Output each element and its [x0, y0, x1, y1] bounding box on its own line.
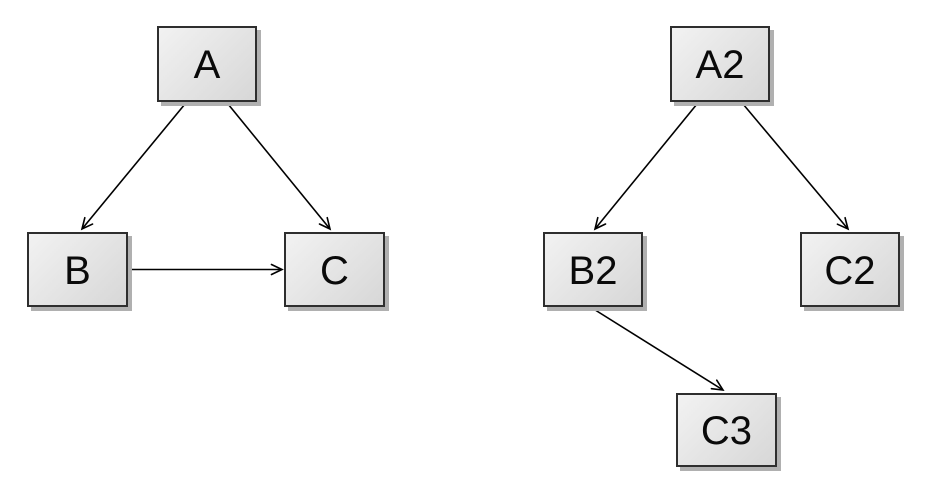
edge-A-C: [227, 103, 332, 231]
edge-A2-B2: [593, 103, 698, 231]
node-B: B: [27, 232, 128, 307]
node-C3: C3: [676, 393, 777, 467]
node-B2: B2: [543, 232, 643, 307]
node-A: A: [157, 26, 257, 102]
node-A2: A2: [670, 26, 770, 102]
node-label: C2: [824, 248, 876, 293]
node-label: A2: [695, 43, 745, 87]
edge-B2-C3: [591, 307, 725, 391]
edge-A2-C2: [742, 103, 850, 231]
edge-A-B: [80, 103, 186, 231]
node-C2: C2: [800, 232, 900, 307]
node-label: A: [193, 43, 221, 87]
node-label: B2: [568, 248, 618, 293]
node-label: B: [64, 248, 91, 293]
node-label: C: [320, 248, 349, 293]
node-C: C: [284, 232, 385, 307]
node-label: C3: [700, 409, 753, 453]
